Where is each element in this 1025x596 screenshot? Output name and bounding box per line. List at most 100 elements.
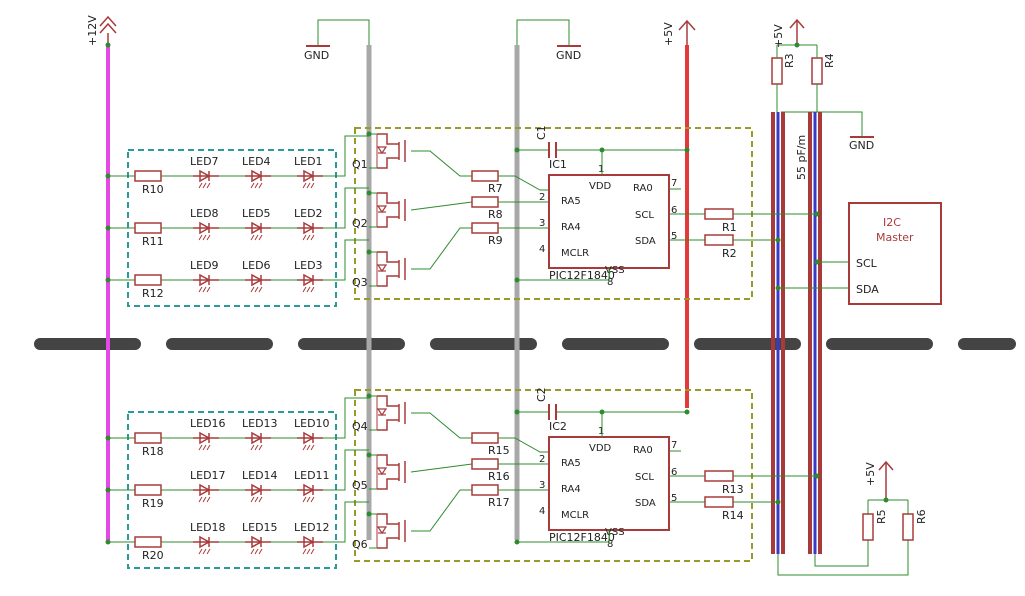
fet-diode: [376, 146, 388, 155]
wire-gate-1: [411, 150, 472, 177]
ic-pinnum-2: 2: [539, 454, 545, 465]
fet-label: Q6: [352, 538, 368, 551]
row-resistor-label: R19: [142, 497, 164, 510]
ic-pinnum-6: 6: [671, 205, 677, 216]
ic-pin-vdd: VDD: [589, 443, 612, 454]
fet-diode: [376, 408, 388, 417]
junction-dot: [514, 147, 520, 153]
led: [297, 169, 323, 189]
ic-pin-vss: VSS: [605, 527, 625, 538]
led-rays: [198, 286, 211, 293]
led-rays: [250, 234, 263, 241]
i2c-master-title-1: I2C: [883, 216, 901, 229]
led-label: LED3: [294, 259, 323, 272]
fet-drain: [377, 192, 399, 204]
ic-part: PIC12F1840: [549, 531, 615, 544]
gnd-label-b: GND: [556, 49, 581, 62]
wire-led-to-fet: [323, 501, 369, 543]
led: [193, 483, 219, 503]
sda-resistor: [704, 234, 734, 246]
led-label: LED11: [294, 469, 330, 482]
wire-gate-3: [411, 227, 472, 270]
ic-pinnum-6: 6: [671, 467, 677, 478]
led: [245, 483, 271, 503]
gnd-label-a: GND: [304, 49, 329, 62]
row-resistor-label: R18: [142, 445, 164, 458]
led: [297, 273, 323, 293]
mosfet: [376, 513, 406, 549]
cap-label: C1: [535, 125, 548, 140]
row-resistor: [134, 170, 162, 182]
scl-resistor: [704, 208, 734, 220]
row-resistor-label: R20: [142, 549, 164, 562]
led: [193, 273, 219, 293]
led: [193, 221, 219, 241]
ic-pin-vdd: VDD: [589, 181, 612, 192]
scl-resistor-label: R13: [722, 483, 744, 496]
wire-led-to-fet: [323, 135, 369, 177]
i2c-master-title-2: Master: [876, 231, 914, 244]
fet-diode: [376, 264, 388, 273]
row-resistor: [134, 274, 162, 286]
ic-pinnum-3: 3: [539, 480, 545, 491]
junction-dot: [514, 277, 520, 283]
led-rays: [302, 286, 315, 293]
led-rays: [198, 182, 211, 189]
led-label: LED12: [294, 521, 330, 534]
sda-resistor: [704, 496, 734, 508]
junction-dot: [684, 147, 690, 153]
fet-source: [377, 157, 399, 169]
ic-pin-scl: SCL: [635, 472, 654, 483]
led-label: LED18: [190, 521, 226, 534]
ic-pin-sda: SDA: [635, 236, 656, 247]
fet-drain: [377, 251, 399, 263]
led-rays: [250, 548, 263, 555]
led-label: LED6: [242, 259, 271, 272]
wire-gate-ic-1: [498, 437, 549, 453]
gate-resistor: [471, 196, 499, 208]
led-label: LED7: [190, 155, 219, 168]
led-label: LED15: [242, 521, 278, 534]
row-resistor-label: R11: [142, 235, 164, 248]
ic-pin-ra5: RA5: [561, 458, 581, 469]
rail-12v-label: +12V: [86, 15, 99, 46]
r6-label: R6: [915, 509, 928, 524]
mosfet: [376, 395, 406, 431]
fet-label: Q3: [352, 276, 368, 289]
led: [297, 535, 323, 555]
junction-dot: [105, 277, 111, 283]
mosfet: [376, 251, 406, 287]
wire-led-to-fet: [323, 187, 369, 229]
wire-gate-1: [411, 412, 472, 439]
junction-dot: [366, 249, 372, 255]
sda-resistor-label: R14: [722, 509, 744, 522]
ic-pin-ra0: RA0: [633, 445, 653, 456]
led-rays: [302, 182, 315, 189]
gate-resistor: [471, 222, 499, 234]
led-label: LED4: [242, 155, 271, 168]
ic-pinnum-8: 8: [607, 277, 613, 288]
junction-dot: [775, 499, 781, 505]
fet-drain: [377, 513, 399, 525]
gate-resistor-label: R16: [488, 470, 510, 483]
row-resistor-label: R10: [142, 183, 164, 196]
fet-drain: [377, 454, 399, 466]
junction-dot: [514, 409, 520, 415]
gate-resistor-label: R8: [488, 208, 503, 221]
junction-dot: [366, 393, 372, 399]
junction-dot: [366, 190, 372, 196]
wire-led-to-fet: [323, 397, 369, 439]
led-label: LED1: [294, 155, 323, 168]
ic-pin-mclr: MCLR: [561, 248, 589, 259]
mosfet: [376, 192, 406, 228]
sda-resistor-label: R2: [722, 247, 737, 260]
row-resistor: [134, 432, 162, 444]
rail-5v-label-b: +5V: [772, 24, 785, 48]
junction-dot: [105, 435, 111, 441]
wire-vss: [517, 268, 610, 281]
wire-gate-ic-1: [498, 175, 549, 191]
junction-dot: [684, 409, 690, 415]
led: [245, 273, 271, 293]
junction-dot: [514, 539, 520, 545]
i2c-master-scl: SCL: [856, 257, 878, 270]
